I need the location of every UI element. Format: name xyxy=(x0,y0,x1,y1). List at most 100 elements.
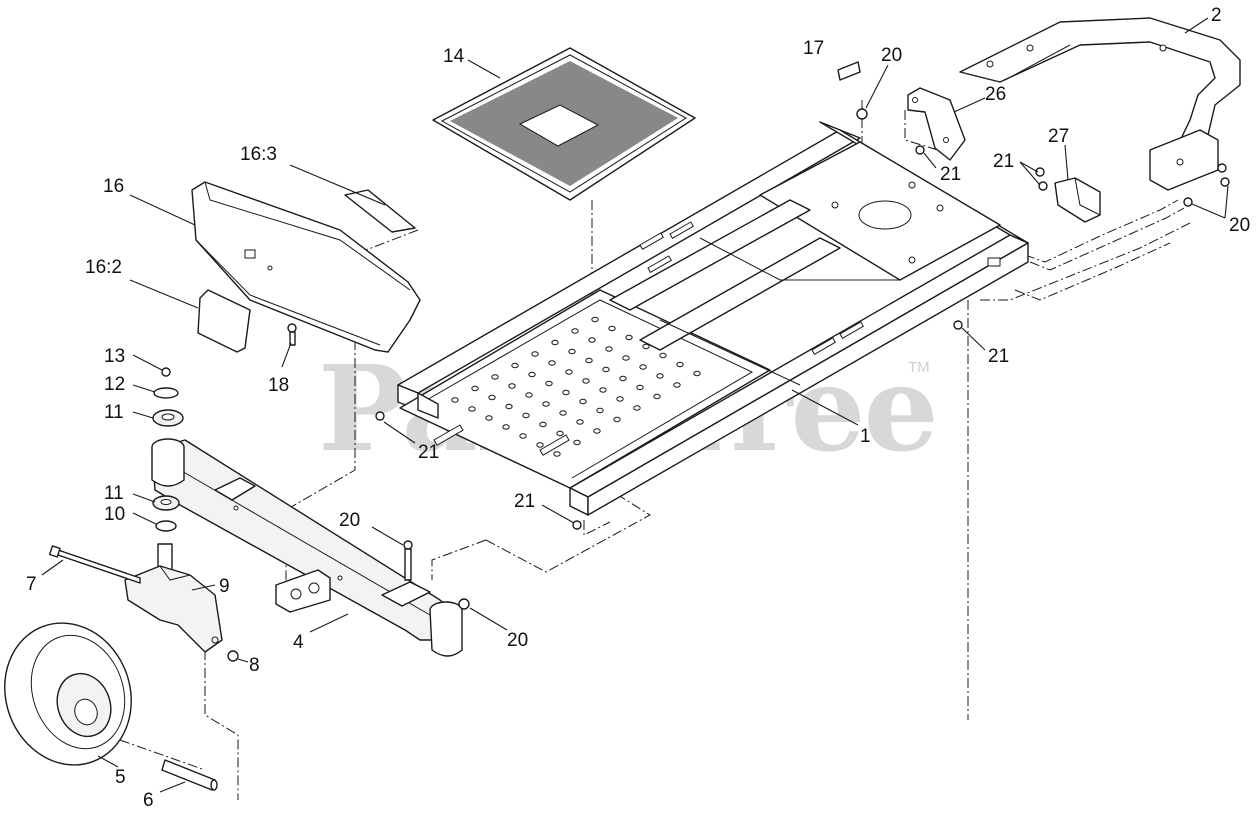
pan-hole xyxy=(588,337,596,343)
pan-hole xyxy=(491,374,499,380)
part-27-bracket xyxy=(1054,177,1101,223)
callout-4: 4 xyxy=(293,632,304,653)
pan-hole xyxy=(625,334,633,341)
part-2-roll-bar xyxy=(959,17,1241,191)
callout-18: 18 xyxy=(268,375,289,396)
pan-hole xyxy=(602,366,610,373)
callout-11: 11 xyxy=(104,402,124,423)
pan-hole xyxy=(511,362,519,369)
callout-21: 21 xyxy=(993,151,1014,172)
part-14-grille xyxy=(432,47,696,201)
callout-2: 2 xyxy=(1211,5,1222,26)
leader-lines xyxy=(41,17,1229,793)
pan-hole xyxy=(531,351,539,357)
callout-21: 21 xyxy=(514,491,535,512)
pan-perforations xyxy=(451,316,701,457)
callout-16-3: 16:3 xyxy=(240,144,277,165)
callout-10: 10 xyxy=(104,504,125,525)
part-7-bolt xyxy=(48,545,141,584)
callout-16: 16 xyxy=(103,176,124,197)
callout-21: 21 xyxy=(988,346,1009,367)
pan-hole xyxy=(451,397,459,403)
parts-10-13-spindle-hardware xyxy=(152,367,184,532)
part-6-spacer xyxy=(161,759,218,791)
pan-hole xyxy=(573,439,581,446)
part-4-front-axle xyxy=(151,438,463,657)
pan-hole xyxy=(562,389,570,396)
part-1-main-frame xyxy=(397,121,1029,516)
pan-hole xyxy=(585,357,593,364)
pan-hole xyxy=(613,416,621,423)
pan-hole xyxy=(659,352,667,359)
part-5-wheel xyxy=(4,622,132,766)
pan-hole xyxy=(551,339,559,346)
part-16-seat-cover xyxy=(191,181,421,353)
pan-hole xyxy=(656,373,664,379)
pan-hole xyxy=(571,328,579,334)
pan-hole xyxy=(622,355,630,361)
part-16-3-decal xyxy=(344,189,416,233)
pan-hole xyxy=(556,430,564,437)
callout-21: 21 xyxy=(940,164,961,185)
pan-hole xyxy=(468,406,476,412)
part-26-bracket xyxy=(907,87,966,161)
pan-hole xyxy=(568,348,576,355)
pan-hole xyxy=(559,410,567,416)
callout-20: 20 xyxy=(507,630,528,651)
callout-20: 20 xyxy=(1229,215,1250,236)
pan-hole xyxy=(673,382,681,388)
callout-1: 1 xyxy=(860,426,871,447)
callout-26: 26 xyxy=(985,84,1006,105)
pan-hole xyxy=(599,387,607,393)
pan-hole xyxy=(548,360,556,366)
pan-hole xyxy=(642,343,650,350)
callout-21: 21 xyxy=(418,442,439,463)
pan-hole xyxy=(693,370,701,377)
pan-hole xyxy=(528,371,536,378)
pan-hole xyxy=(505,403,513,410)
pan-hole xyxy=(605,346,613,352)
phantom-lines xyxy=(119,100,1191,800)
callout-9: 9 xyxy=(219,576,230,597)
pan-hole xyxy=(522,412,530,419)
callout-20: 20 xyxy=(881,45,902,66)
pan-hole xyxy=(596,407,604,414)
callout-17: 17 xyxy=(803,38,824,59)
part-16-2-decal xyxy=(197,289,251,353)
callout-13: 13 xyxy=(104,346,125,367)
pan-hole xyxy=(539,421,547,428)
pan-hole xyxy=(508,383,516,389)
pan-hole xyxy=(619,375,627,382)
callout-8: 8 xyxy=(249,655,260,676)
pan-hole xyxy=(616,396,624,402)
part-8-nut xyxy=(227,650,239,662)
hardware-fasteners xyxy=(287,61,1230,610)
pan-hole xyxy=(653,393,661,400)
callout-7: 7 xyxy=(26,574,37,595)
pan-hole xyxy=(565,369,573,375)
pan-hole xyxy=(608,325,616,332)
pan-hole xyxy=(639,364,647,370)
callout-14: 14 xyxy=(443,46,465,67)
pan-hole xyxy=(488,394,496,401)
callout-20: 20 xyxy=(339,510,360,531)
callout-12: 12 xyxy=(104,374,125,395)
pan-hole xyxy=(636,384,644,391)
pan-hole xyxy=(542,401,550,407)
pan-hole xyxy=(519,433,527,439)
pan-hole xyxy=(582,378,590,384)
pan-hole xyxy=(676,361,684,368)
callout-16-2: 16:2 xyxy=(85,257,122,278)
pan-hole xyxy=(525,392,533,398)
pan-hole xyxy=(591,316,599,323)
callout-11: 11 xyxy=(104,483,124,504)
watermark-trademark: TM xyxy=(908,359,930,376)
pan-hole xyxy=(485,415,493,421)
pan-hole xyxy=(471,385,479,392)
part-9-caster-fork xyxy=(124,543,223,653)
pan-hole xyxy=(579,398,587,405)
pan-hole xyxy=(502,424,510,430)
callout-6: 6 xyxy=(143,790,154,811)
pan-hole xyxy=(545,380,553,387)
